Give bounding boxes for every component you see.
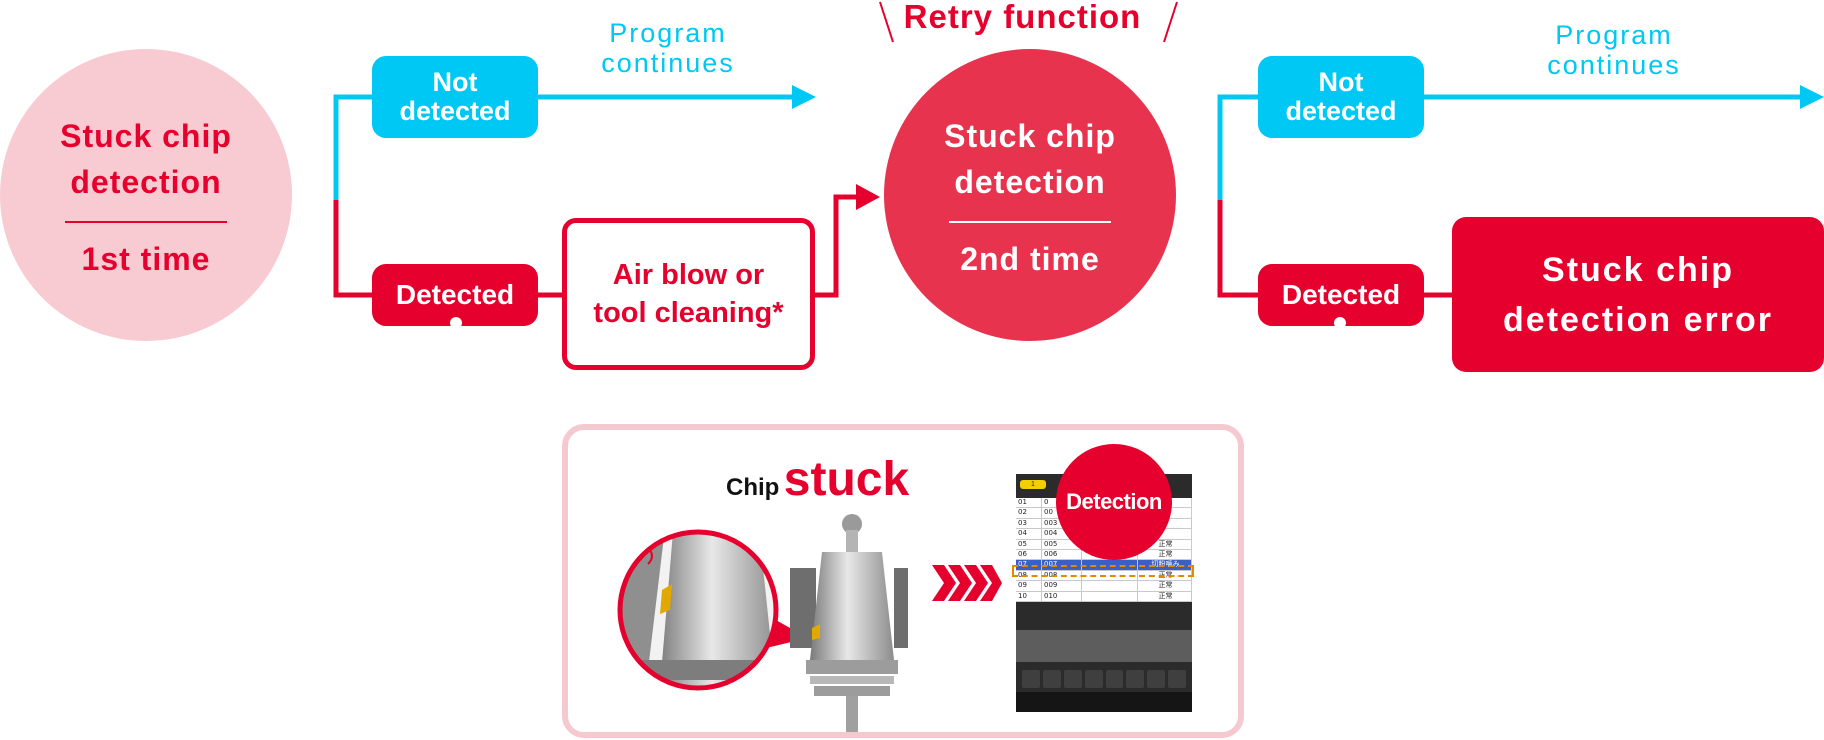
air-blow-box-line1: Air blow or (612, 259, 765, 291)
retry-arrowhead (856, 184, 880, 210)
monitor-cell: 06 (1016, 549, 1042, 560)
tool-holder-illustration (617, 514, 908, 732)
monitor-cell (1138, 518, 1192, 529)
detection-circle-1st-subtitle: 1st time (81, 240, 211, 277)
monitor-cell (1138, 498, 1192, 508)
detection-circle-1st: Stuck chip detection 1st time (0, 49, 292, 341)
program-continues-label-1-line2: continues (601, 48, 735, 79)
retry-bracket-right (1163, 1, 1178, 43)
detection-circle-1st-title-line1: Stuck chip (60, 117, 232, 154)
detection-circle-1st-divider (65, 220, 227, 223)
action-to-retry-line (815, 194, 858, 298)
program-continues-label-1-line1: Program (609, 18, 727, 48)
not-detected-badge-1-line1: Not (432, 66, 478, 97)
monitor-cell: 正常 (1138, 591, 1192, 601)
highlight-dashed-frame (1012, 565, 1194, 577)
monitor-lower-panel (1016, 630, 1192, 662)
detected-badge-1: Detected (372, 264, 538, 326)
monitor-cell (1082, 591, 1138, 601)
continues-arrowhead-1 (792, 85, 816, 109)
monitor-tab-label: 1 (1031, 481, 1035, 488)
air-blow-box: Air blow or tool cleaning* (562, 218, 815, 370)
monitor-cell: 09 (1016, 581, 1042, 591)
detection-circle-2nd-divider (949, 220, 1111, 223)
monitor-footer (1016, 692, 1192, 712)
chevron-arrows-icon (932, 565, 1002, 601)
monitor-key (1084, 670, 1103, 688)
detected-badge-1-label: Detected (395, 278, 515, 310)
monitor-cell: 10 (1016, 591, 1042, 601)
monitor-key (1022, 670, 1040, 688)
retry-bracket-left (879, 1, 894, 43)
detection-circle-2nd: Stuck chip detection 2nd time (884, 49, 1176, 341)
monitor-cell: 009 (1042, 581, 1082, 591)
monitor-cell: 正常 (1138, 539, 1192, 549)
magnifier-ring (617, 529, 779, 691)
program-continues-label-2-line1: Program (1555, 20, 1673, 50)
chip-word: Chip (726, 474, 780, 501)
monitor-key (1168, 670, 1186, 688)
monitor-cell: 02 (1016, 508, 1042, 518)
detection-badge-label: Detection (1066, 489, 1162, 514)
air-blow-box-line2: tool cleaning* (593, 297, 784, 329)
branch-not-detected-line-2 (1217, 94, 1258, 200)
program-continues-label-1: Program continues (578, 18, 758, 78)
monitor-key (1147, 670, 1166, 688)
monitor-cell: 正常 (1138, 581, 1192, 591)
detected-badge-2: Detected (1258, 264, 1424, 326)
monitor-cell: 01 (1016, 498, 1042, 508)
not-detected-badge-1-line2: detected (399, 96, 511, 126)
monitor-cell: 04 (1016, 529, 1042, 539)
detection-error-line2: detection error (1503, 300, 1773, 339)
monitor-cell (1138, 508, 1192, 518)
branch-detected-line-1 (333, 200, 372, 298)
monitor-cell: 006 (1042, 549, 1082, 560)
detected-badge-2-notch (1334, 317, 1346, 329)
not-detected-badge-2-line2: detected (1285, 96, 1397, 126)
retry-function-label: Retry function (903, 0, 1142, 35)
chip-stuck-caption: Chip stuck (726, 452, 909, 507)
program-continues-label-2-line2: continues (1547, 50, 1681, 81)
branch-not-detected-line-1 (333, 94, 372, 200)
not-detected-badge-2: Not detected (1258, 56, 1424, 138)
monitor-key (1105, 670, 1124, 688)
stuck-word: stuck (783, 453, 910, 506)
detected-badge-1-notch (450, 317, 462, 329)
monitor-cell: 正常 (1138, 549, 1192, 560)
monitor-cell: 03 (1016, 518, 1042, 529)
monitor-cell: 010 (1042, 591, 1082, 601)
monitor-key (1126, 670, 1145, 688)
branch-detected-line-2 (1217, 200, 1258, 298)
detection-error-box: Stuck chip detection error (1452, 217, 1824, 372)
detection-circle-2nd-subtitle: 2nd time (960, 240, 1100, 277)
detection-error-line1: Stuck chip (1542, 250, 1734, 289)
monitor-cell: 05 (1016, 539, 1042, 549)
program-continues-label-2: Program continues (1524, 20, 1704, 80)
not-detected-badge-1: Not detected (372, 56, 538, 138)
continues-arrowhead-2 (1800, 85, 1824, 109)
detection-circle-2nd-title-line2: detection (954, 163, 1106, 200)
detection-circle-1st-title-line2: detection (70, 163, 222, 200)
monitor-tab: 1 (1020, 480, 1046, 489)
detection-badge: Detection (1056, 444, 1172, 560)
detection-circle-2nd-title-line1: Stuck chip (944, 117, 1116, 154)
monitor-cell (1082, 581, 1138, 591)
illustration-panel: Chip stuck (562, 424, 1244, 738)
detected-badge-2-label: Detected (1281, 278, 1401, 310)
not-detected-badge-2-line1: Not (1318, 66, 1364, 97)
monitor-cell (1138, 529, 1192, 539)
monitor-key (1063, 670, 1082, 688)
monitor-key (1042, 670, 1061, 688)
monitor-key-row (1022, 670, 1186, 688)
